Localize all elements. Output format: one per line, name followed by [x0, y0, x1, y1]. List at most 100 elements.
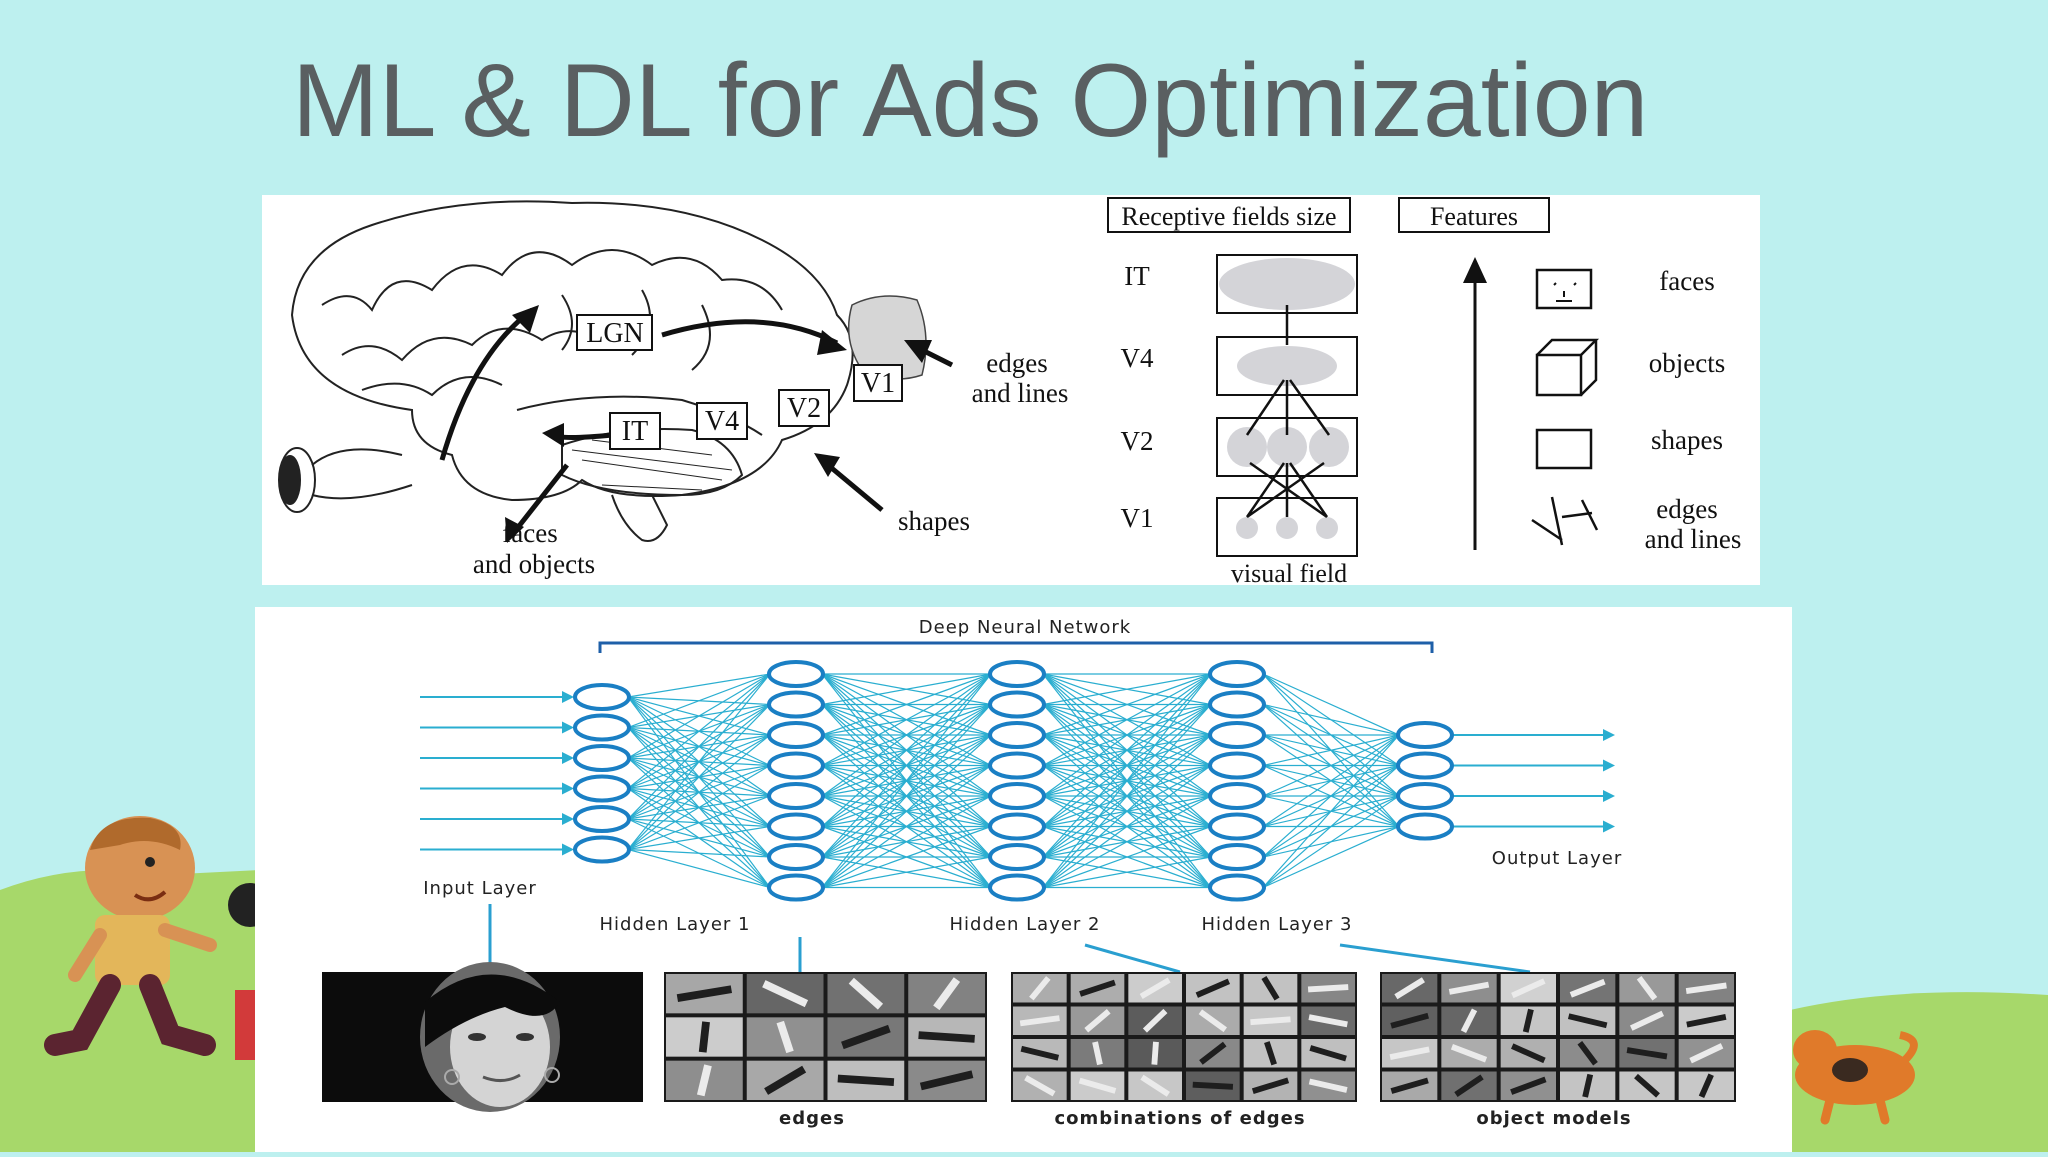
- brain-label-v4: V4: [705, 406, 739, 437]
- area-boxes: [576, 314, 903, 450]
- feature-stroke: [1511, 1043, 1546, 1064]
- feature-stroke: [1685, 982, 1727, 994]
- network-connection: [1042, 673, 1212, 858]
- network-connection: [1042, 673, 1212, 767]
- network-connection: [821, 673, 992, 888]
- feature-stroke: [1084, 1009, 1111, 1033]
- feature-stroke: [1019, 1015, 1060, 1027]
- feature-stroke: [1390, 1077, 1429, 1094]
- visual-cortex-diagram: LGN V1 V2 V4 IT edges and lines faces an…: [278, 197, 1741, 588]
- combinations-feature-grid: [1011, 972, 1357, 1102]
- network-node: [767, 843, 825, 871]
- rf-level-it: IT: [1124, 261, 1150, 291]
- network-connections: [627, 673, 1400, 889]
- arrow-head-icon: [562, 813, 574, 825]
- network-connection: [821, 856, 992, 889]
- feature-stroke: [1629, 1010, 1665, 1031]
- feature-stroke: [1264, 1041, 1277, 1066]
- network-node: [1208, 843, 1266, 871]
- network-connection: [1262, 795, 1400, 888]
- feature-stroke: [1029, 976, 1051, 1001]
- feature-stroke: [1389, 1046, 1430, 1060]
- network-connection: [627, 734, 771, 850]
- feature-stroke: [1078, 1077, 1117, 1094]
- network-node: [573, 835, 631, 864]
- network-connection: [1262, 734, 1400, 827]
- face-feature-icon: [1535, 268, 1593, 310]
- network-connection: [1042, 825, 1212, 889]
- network-connection: [627, 848, 771, 889]
- network-node: [1396, 721, 1454, 749]
- network-node: [1208, 660, 1266, 688]
- network-node: [988, 812, 1046, 841]
- feature-stroke: [1024, 1075, 1056, 1097]
- network-node: [573, 805, 631, 833]
- feature-grid-background: [1011, 972, 1357, 1102]
- feature-stroke: [1569, 978, 1606, 998]
- network-connection: [627, 704, 771, 850]
- feature-stroke: [1582, 1073, 1594, 1098]
- edges-label-line2: and lines: [972, 378, 1069, 408]
- faces-label-line2: and objects: [473, 549, 595, 579]
- network-connection: [627, 673, 771, 850]
- feature-stroke: [1450, 1044, 1488, 1063]
- features-header: Features: [1430, 202, 1518, 231]
- network-connection: [627, 673, 771, 698]
- network-node: [1208, 751, 1266, 780]
- feature-stroke: [1192, 1081, 1234, 1090]
- arrow-head-icon: [1603, 790, 1615, 802]
- network-connection: [821, 704, 992, 888]
- feature-stroke: [1577, 1040, 1598, 1066]
- network-node: [573, 744, 631, 772]
- network-connection: [627, 825, 771, 851]
- network-connection: [821, 673, 992, 797]
- caption-object-models: object models: [1476, 1108, 1631, 1129]
- network-connection: [1042, 673, 1212, 797]
- feature-stroke: [696, 1064, 712, 1097]
- arrow-head-icon: [1603, 820, 1615, 833]
- network-title: Deep Neural Network: [919, 617, 1131, 638]
- feature-stroke: [776, 1020, 794, 1054]
- network-node: [988, 782, 1046, 810]
- network-node: [988, 721, 1046, 749]
- grass-right: [1790, 992, 2048, 1152]
- network-node: [1208, 782, 1266, 810]
- feature-stroke: [1567, 1013, 1608, 1029]
- network-node: [767, 873, 825, 902]
- feature-stroke: [1308, 1014, 1348, 1028]
- pathway-arrows: [439, 308, 954, 537]
- feature-stroke: [1139, 977, 1171, 999]
- square-feature-icon: [1535, 428, 1593, 470]
- network-node: [988, 660, 1046, 688]
- feature-stroke: [1079, 979, 1116, 997]
- network-connection: [1262, 734, 1400, 858]
- network-bracket: [598, 641, 1434, 653]
- slide-title: ML & DL for Ads Optimization: [292, 43, 1649, 159]
- caption-combinations: combinations of edges: [1054, 1108, 1305, 1129]
- feature-label-objects: objects: [1649, 348, 1725, 378]
- feature-stroke: [1522, 1008, 1534, 1033]
- edges-label-line1: edges: [986, 348, 1047, 378]
- shapes-label: shapes: [898, 506, 970, 536]
- network-node: [767, 751, 825, 780]
- feature-stroke: [1511, 978, 1546, 999]
- network-connection: [821, 825, 992, 889]
- brain-label-v2: V2: [787, 393, 821, 424]
- network-node: [1396, 751, 1454, 780]
- feature-stroke: [764, 1065, 807, 1095]
- network-connection: [627, 673, 771, 820]
- network-connection: [627, 795, 771, 851]
- network-connection: [1262, 673, 1400, 736]
- brain-label-it: IT: [622, 416, 648, 447]
- network-connection: [821, 765, 992, 888]
- network-connection: [1042, 795, 1212, 889]
- network-node: [767, 660, 825, 688]
- feature-stroke: [698, 1021, 710, 1053]
- feature-stroke: [1636, 975, 1658, 1001]
- feature-stroke: [1460, 1008, 1478, 1034]
- network-connection: [1042, 673, 1212, 888]
- network-connection: [821, 673, 992, 767]
- feature-stroke: [1251, 1077, 1290, 1095]
- network-connection: [821, 673, 992, 736]
